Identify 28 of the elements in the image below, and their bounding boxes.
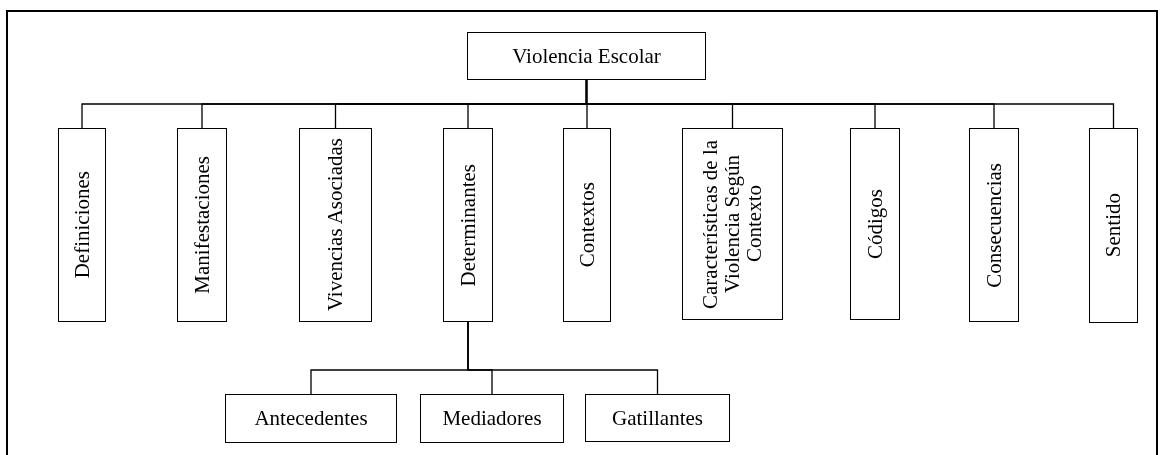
node-label: Determinantes [456,163,479,287]
node-label: Características de la Violencia Según Contexto [699,138,766,311]
vertical-box [299,128,372,322]
vertical-box [682,128,783,320]
node-label: Códigos [863,189,886,259]
connector-line [585,79,1115,129]
vertical-box [563,128,611,322]
node-label: Definiciones [70,171,93,279]
node-label: Vivencias Asociadas [324,138,347,312]
vertical-box [1089,128,1138,323]
node-label: Mediadores [442,407,542,430]
topic-box [467,32,706,80]
vertical-box [58,128,106,322]
vertical-box [850,128,900,320]
topic-box [420,394,564,443]
node-label: Violencia Escolar [512,44,661,67]
node-label: Contextos [575,182,598,268]
node-label: Manifestaciones [190,156,213,294]
topic-box [585,394,730,442]
vertical-box [443,128,493,322]
node-label: Sentido [1102,193,1125,258]
vertical-box [177,128,227,322]
connector-line [467,321,659,395]
topic-box [225,394,397,443]
node-label: Consecuencias [982,162,1005,288]
node-label: Gatillantes [612,406,703,429]
node-label: Antecedentes [254,407,368,430]
vertical-box [969,128,1019,322]
